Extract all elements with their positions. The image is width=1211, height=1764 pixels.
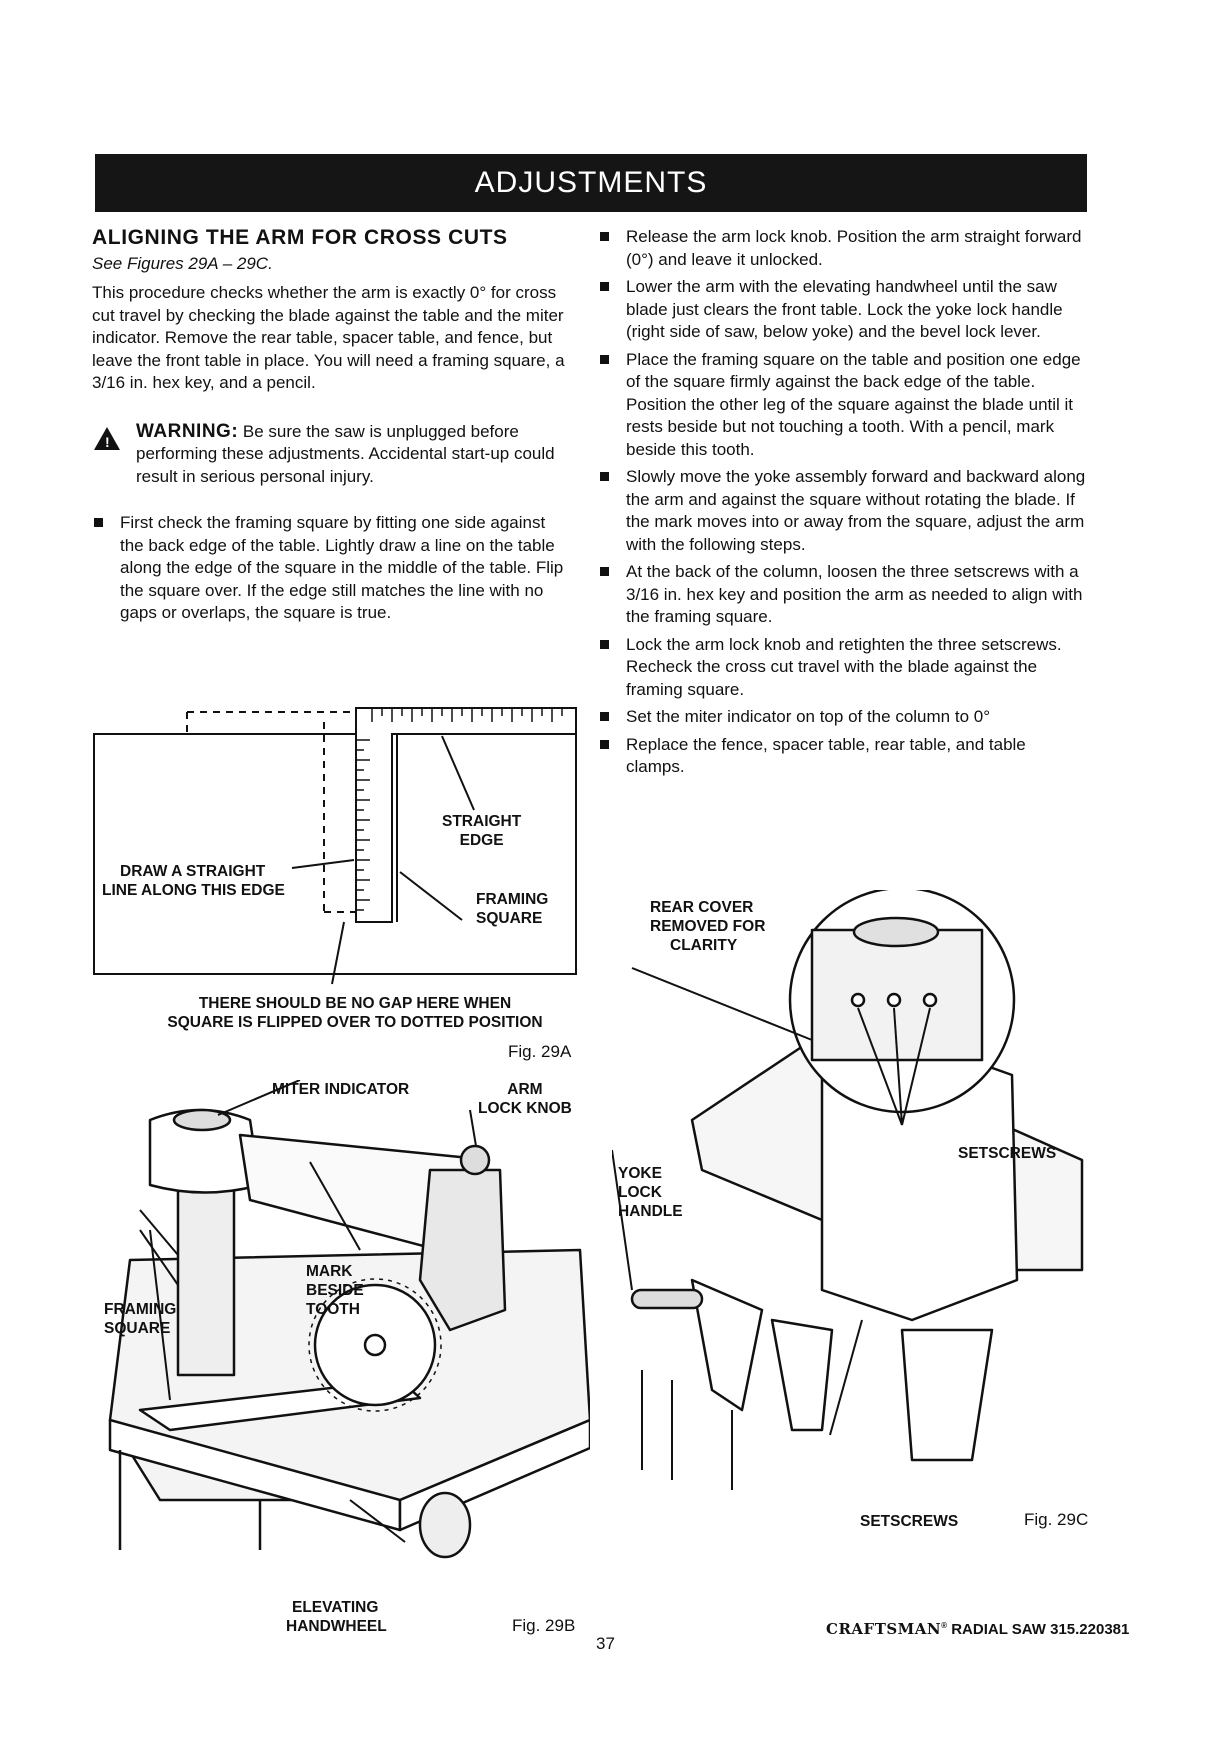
- footer-brand-model: CRAFTSMAN® RADIAL SAW 315.220381: [826, 1620, 1130, 1638]
- right-bullet-list: Release the arm lock knob. Position the …: [598, 226, 1086, 779]
- list-item: Place the framing square on the table an…: [598, 349, 1086, 462]
- warning-label: WARNING:: [136, 420, 239, 442]
- list-item: Set the miter indicator on top of the co…: [598, 706, 1086, 729]
- fig29c-illustration: [612, 890, 1084, 1490]
- list-item: Release the arm lock knob. Position the …: [598, 226, 1086, 271]
- list-item: Slowly move the yoke assembly forward an…: [598, 466, 1086, 556]
- fig29c-label-setscrews-bottom: SETSCREWS: [860, 1513, 959, 1530]
- section-title: ALIGNING THE ARM FOR CROSS CUTS: [92, 226, 508, 249]
- list-item: Replace the fence, spacer table, rear ta…: [598, 734, 1086, 779]
- warning-text: Be sure the saw is unplugged before perf…: [136, 421, 555, 486]
- fig29a-illustration: [93, 707, 577, 985]
- see-figures-note: See Figures 29A – 29C.: [92, 254, 273, 273]
- section-header-bar: ADJUSTMENTS: [95, 154, 1087, 212]
- fig29b-illustration: [108, 1080, 590, 1559]
- right-column: Release the arm lock knob. Position the …: [598, 226, 1086, 784]
- fig29c-figure-label: Fig. 29C: [1024, 1510, 1089, 1529]
- list-item: First check the framing square by fittin…: [92, 512, 570, 625]
- header-title: ADJUSTMENTS: [474, 166, 708, 199]
- page-number: 37: [596, 1634, 615, 1653]
- fig29a-figure-label: Fig. 29A: [508, 1042, 572, 1061]
- fig29b-label-miter-indicator: MITER INDICATOR: [272, 1081, 410, 1098]
- model-text: RADIAL SAW 315.220381: [951, 1621, 1130, 1638]
- list-item: At the back of the column, loosen the th…: [598, 561, 1086, 629]
- list-item: Lock the arm lock knob and retighten the…: [598, 634, 1086, 702]
- fig29c-label-setscrews-top: SETSCREWS: [958, 1145, 1057, 1162]
- fig29b-figure-label: Fig. 29B: [512, 1616, 576, 1635]
- left-column: ALIGNING THE ARM FOR CROSS CUTS See Figu…: [92, 226, 570, 630]
- list-item: Lower the arm with the elevating handwhe…: [598, 276, 1086, 344]
- intro-paragraph: This procedure checks whether the arm is…: [92, 283, 565, 392]
- warning-icon: !: [94, 426, 120, 450]
- warning-block: ! WARNING: Be sure the saw is unplugged …: [92, 421, 570, 489]
- brand-logo-text: CRAFTSMAN: [826, 1620, 942, 1638]
- left-bullet-list: First check the framing square by fittin…: [92, 512, 570, 625]
